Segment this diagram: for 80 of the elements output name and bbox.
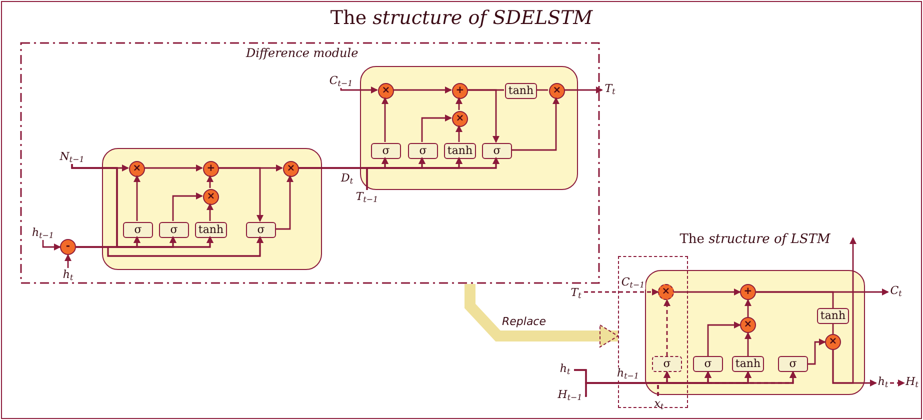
- gate-box: tanh: [732, 356, 764, 372]
- arrow: [134, 175, 140, 221]
- operator-circle: -: [60, 239, 76, 255]
- gate-box: σ: [778, 356, 808, 372]
- arrow: [456, 125, 462, 142]
- signal-label: T$_{t}$: [568, 286, 584, 300]
- edge-label: D$_{t}$: [340, 172, 354, 186]
- signal-label: x$_{t}$: [651, 397, 667, 409]
- operator-circle: +: [452, 83, 468, 99]
- connector-line: [756, 291, 834, 308]
- gate-box: σ: [482, 143, 512, 159]
- edge-label: C$_{t−1}$: [620, 276, 646, 290]
- gate-box: σ: [371, 143, 401, 159]
- arrow: [172, 192, 203, 221]
- arrow: [64, 254, 72, 268]
- signal-label: h$_{t−1}$: [28, 226, 58, 240]
- arrow: [657, 371, 796, 396]
- signal-label: C$_{t−1}$: [326, 74, 356, 88]
- signal-label: h$_{t}$: [556, 362, 574, 378]
- arrow: [206, 175, 214, 188]
- arrow: [144, 164, 203, 172]
- connector-line: [536, 89, 548, 91]
- arrow: [467, 89, 500, 143]
- arrow: [218, 167, 264, 222]
- diagram-title: The structure of SDELSTM: [330, 6, 593, 30]
- gate-box: σ: [246, 222, 276, 238]
- arrow: [808, 338, 826, 365]
- gate-box: tanh: [444, 143, 476, 159]
- arrow: [393, 86, 452, 94]
- cell-box: [102, 148, 322, 270]
- signal-label: h$_{t}$: [60, 268, 76, 282]
- signal-label: H$_{t−1}$: [555, 388, 585, 404]
- arrow: [744, 299, 752, 317]
- operator-circle: ×: [203, 189, 219, 205]
- gate-box: σ: [408, 143, 438, 159]
- operator-circle: ×: [452, 111, 468, 127]
- arrow: [564, 86, 603, 94]
- cell-heading: The structure of LSTM: [680, 232, 830, 248]
- gate-box: tanh: [195, 222, 227, 238]
- arrow: [890, 380, 905, 386]
- signal-label: T$_{t−1}$: [352, 190, 382, 204]
- operator-circle: ×: [378, 83, 394, 99]
- arrow: [382, 97, 388, 142]
- arrow: [707, 322, 741, 356]
- arrow: [744, 332, 752, 356]
- operator-circle: +: [203, 161, 219, 177]
- gate-box: tanh: [817, 308, 849, 324]
- arrow: [366, 157, 500, 190]
- arrow: [832, 237, 856, 384]
- arrow: [340, 86, 378, 94]
- signal-label: T$_{t}$: [602, 82, 618, 98]
- signal-label: C$_{t}$: [888, 284, 904, 300]
- module-title: Difference module: [246, 46, 358, 60]
- block-arrow: [464, 284, 618, 348]
- gate-box: σ: [652, 356, 682, 372]
- arrow: [456, 97, 462, 110]
- arrow: [584, 288, 659, 296]
- arrow: [421, 114, 452, 142]
- arrow: [275, 175, 294, 230]
- signal-label: N$_{t−1}$: [56, 150, 88, 164]
- edge-label: h$_{t−1}$: [616, 368, 640, 380]
- arrow: [664, 299, 670, 356]
- operator-circle: ×: [549, 83, 565, 99]
- edge-label: Replace: [501, 316, 547, 328]
- connector-line: [832, 324, 834, 334]
- arrow: [206, 203, 214, 221]
- signal-label: H$_{t}$: [904, 375, 920, 391]
- arrow: [42, 240, 61, 250]
- gate-box: σ: [123, 222, 153, 238]
- arrow: [71, 164, 264, 257]
- signal-label: h$_{t}$: [876, 375, 890, 391]
- cell-box: [360, 66, 578, 190]
- gate-box: σ: [693, 356, 723, 372]
- gate-box: tanh: [505, 83, 537, 99]
- operator-circle: ×: [129, 161, 145, 177]
- operator-circle: ×: [283, 161, 299, 177]
- arrow: [511, 97, 560, 151]
- module-frame: [20, 42, 600, 284]
- arrow: [674, 288, 741, 296]
- gate-box: σ: [159, 222, 189, 238]
